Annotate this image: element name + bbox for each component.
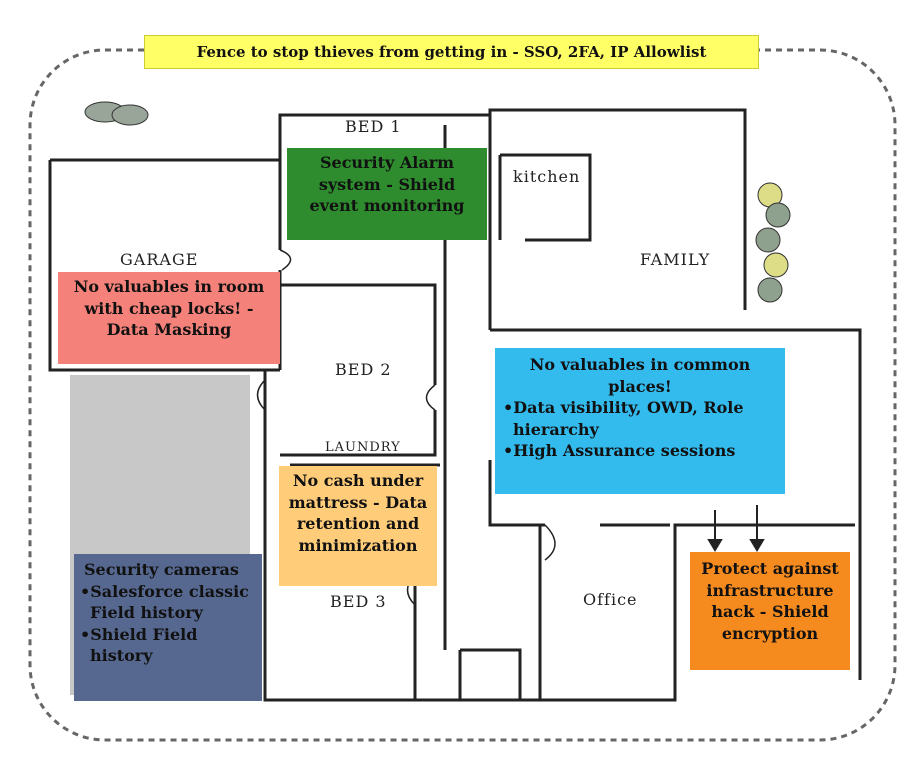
note-common-title: No valuables in common places! <box>529 355 751 396</box>
door-swings <box>256 249 556 606</box>
infra-arrows <box>707 505 765 552</box>
note-alarm: Security Alarm system - Shield event mon… <box>287 148 487 240</box>
note-mattress: No cash under mattress - Data retention … <box>279 466 437 586</box>
room-office: Office <box>583 590 638 609</box>
note-cameras-list: Salesforce classic Field history Shield … <box>80 581 256 667</box>
shrubs-right <box>755 182 791 303</box>
note-mattress-text: No cash under mattress - Data retention … <box>288 471 428 555</box>
note-infra: Protect against infrastructure hack - Sh… <box>690 552 850 670</box>
note-common-list: Data visibility, OWD, Role hierarchy Hig… <box>503 397 777 462</box>
note-infra-text: Protect against infrastructure hack - Sh… <box>701 559 839 643</box>
room-bed1: BED 1 <box>345 117 402 136</box>
room-garage: GARAGE <box>120 250 199 269</box>
note-common-item: Data visibility, OWD, Role hierarchy <box>503 397 777 440</box>
room-bed3: BED 3 <box>330 592 387 611</box>
note-cameras: Security cameras Salesforce classic Fiel… <box>74 554 262 701</box>
note-cameras-title: Security cameras <box>84 560 239 579</box>
note-cameras-item: Shield Field history <box>80 624 256 667</box>
room-laundry: LAUNDRY <box>325 440 401 455</box>
note-common-item: High Assurance sessions <box>503 440 777 462</box>
note-common: No valuables in common places! Data visi… <box>495 348 785 494</box>
shrub-top-left <box>84 101 149 126</box>
room-kitchen: kitchen <box>513 167 581 186</box>
room-family: FAMILY <box>640 250 711 269</box>
fence-label: Fence to stop thieves from getting in - … <box>144 35 759 69</box>
note-garage: No valuables in room with cheap locks! -… <box>58 272 280 364</box>
note-cameras-item: Salesforce classic Field history <box>80 581 256 624</box>
note-garage-text: No valuables in room with cheap locks! -… <box>73 277 265 340</box>
room-bed2: BED 2 <box>335 360 392 379</box>
note-alarm-text: Security Alarm system - Shield event mon… <box>309 153 465 216</box>
house-walls <box>48 108 862 702</box>
